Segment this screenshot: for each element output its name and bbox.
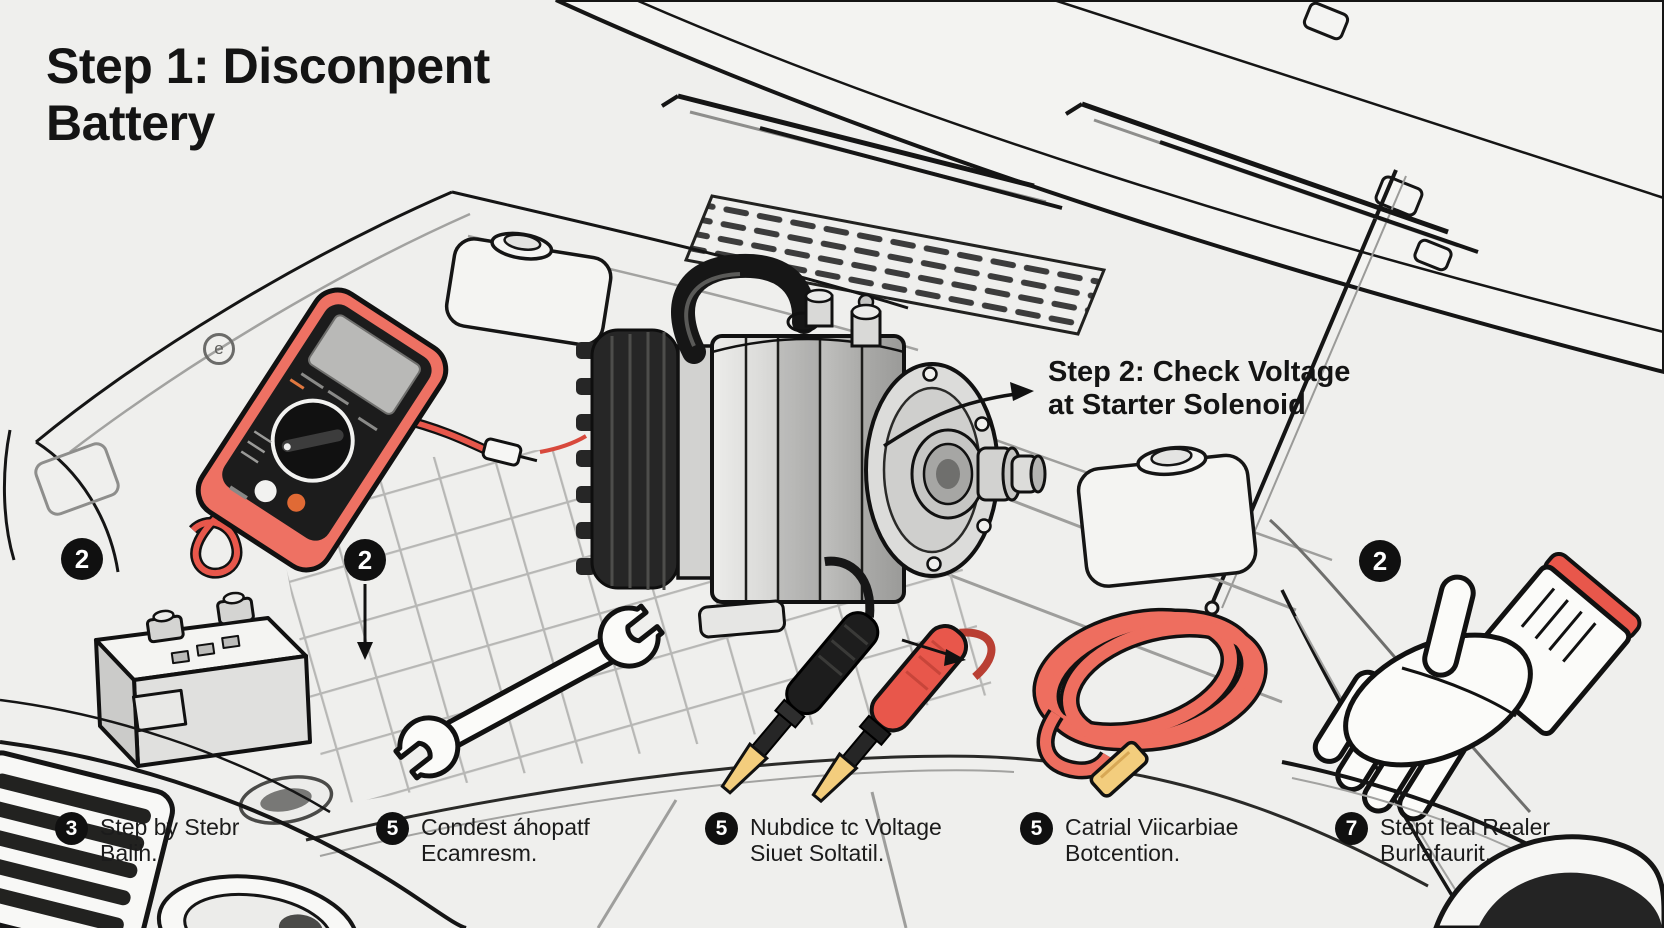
step1-title: Step 1: Disconpent Battery — [46, 38, 490, 151]
front-fascia — [0, 698, 467, 928]
caption-3-text: Nubdice tc Voltage Siuet Soltatil. — [750, 814, 942, 866]
wrench — [393, 603, 665, 781]
marker-badge-left: 2 — [61, 538, 103, 580]
cowl-vent-grille — [683, 194, 1107, 336]
starter-motor — [576, 253, 1047, 639]
marker-badge-middle: 2 — [344, 539, 386, 581]
badge-down-arrow — [357, 584, 373, 660]
caption-1-text: Step by Stebr Balih. — [100, 814, 240, 866]
caption-1-number: 3 — [55, 812, 88, 845]
caption-5-number: 7 — [1335, 812, 1368, 845]
caption-4: 5 Catrial Viicarbiae Botcention. — [1020, 812, 1260, 866]
caption-5: 7 Stept leal Realer Burlafaurit. — [1335, 812, 1575, 866]
caption-3: 5 Nubdice tc Voltage Siuet Soltatil. — [705, 812, 965, 866]
open-hood — [555, 0, 1664, 375]
multimeter — [188, 287, 588, 579]
caption-2-text: Condest áhopatf Ecamresm. — [421, 814, 590, 866]
engine-bay-lines — [2, 190, 1532, 928]
caption-5-text: Stept leal Realer Burlafaurit. — [1380, 814, 1551, 866]
black-test-probe — [720, 556, 880, 795]
fender-and-wheel — [1281, 760, 1664, 928]
coolant-tank — [444, 231, 613, 347]
washer-reservoir — [1076, 445, 1258, 588]
circled-letter-decor: e — [203, 333, 235, 365]
marker-badge-right: 2 — [1359, 540, 1401, 582]
coil-pointer-arrow — [901, 638, 966, 666]
caption-2-number: 5 — [376, 812, 409, 845]
caption-1: 3 Step by Stebr Balih. — [55, 812, 260, 866]
caption-4-number: 5 — [1020, 812, 1053, 845]
caption-4-text: Catrial Viicarbiae Botcention. — [1065, 814, 1239, 866]
step2-arrow — [883, 382, 1034, 448]
windshield-wipers — [660, 93, 1479, 254]
step2-callout: Step 2: Check Voltage at Starter Solenoi… — [1048, 356, 1351, 422]
panel-oval-slot — [238, 775, 334, 825]
jumper-cable-coil — [1032, 607, 1268, 798]
caption-3-number: 5 — [705, 812, 738, 845]
car-battery — [94, 591, 312, 768]
headlight — [156, 874, 360, 928]
caption-2: 5 Condest áhopatf Ecamresm. — [376, 812, 606, 866]
